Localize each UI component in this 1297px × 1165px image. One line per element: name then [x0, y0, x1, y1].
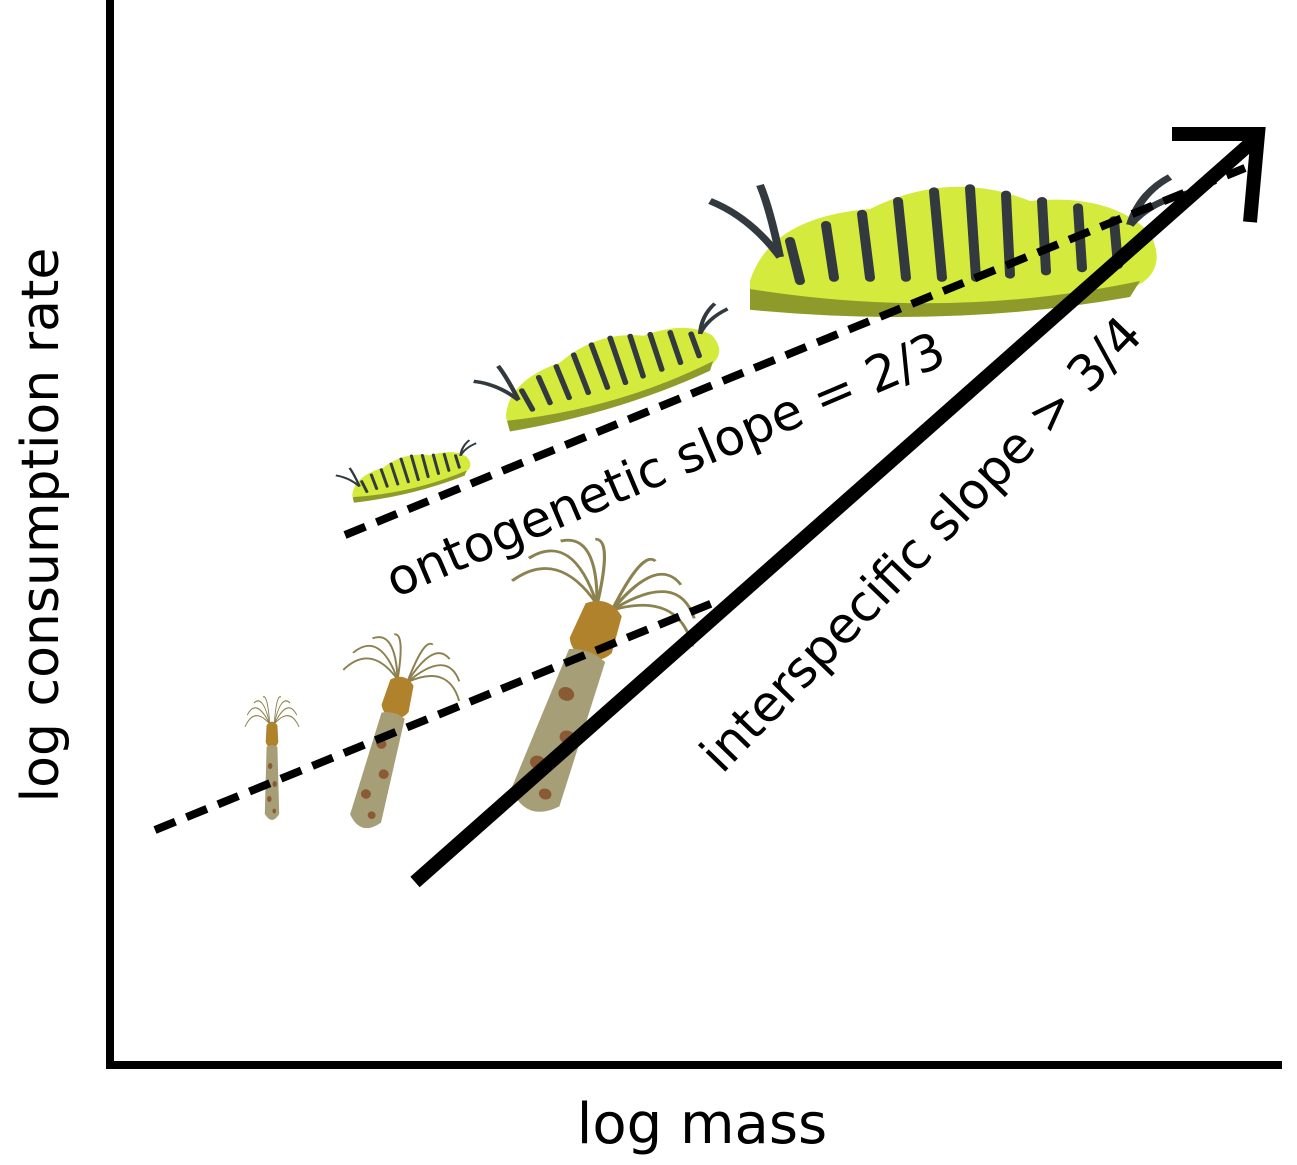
ontogenetic-line-bryozoans: [153, 596, 722, 834]
x-axis-label: log mass: [577, 1092, 827, 1157]
caterpillar-large: [710, 177, 1190, 317]
arrowhead: [1172, 127, 1266, 223]
caterpillar-small: [332, 437, 485, 509]
interspecific-line: [410, 136, 1257, 888]
bryozoan-small: [244, 696, 300, 821]
y-axis-label: log consumption rate: [11, 248, 71, 803]
ontogenetic-line-caterpillars: [343, 164, 1247, 539]
